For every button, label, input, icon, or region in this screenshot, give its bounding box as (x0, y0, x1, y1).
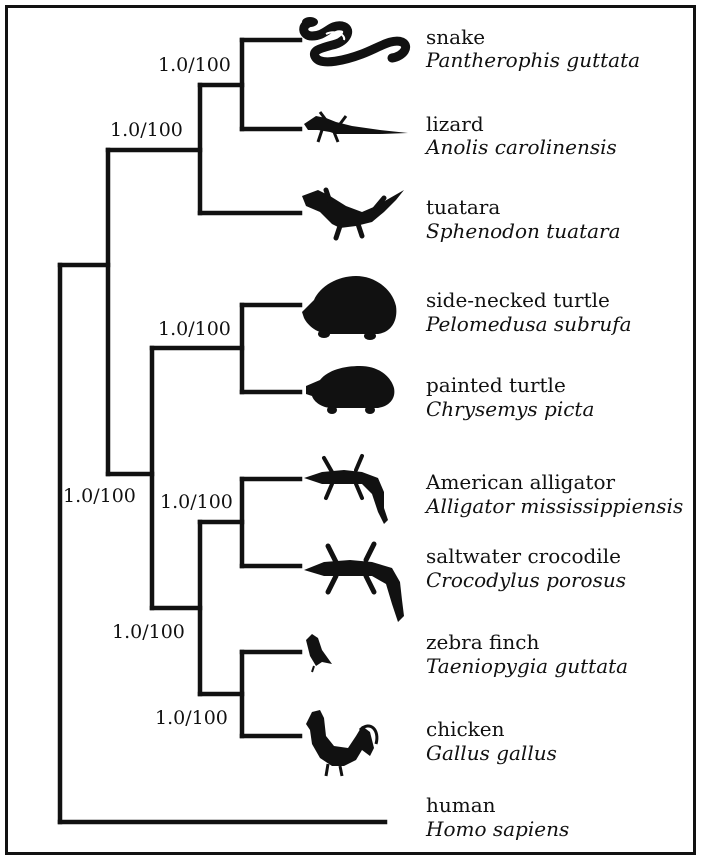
taxon-scientific-name: Alligator mississippiensis (424, 494, 683, 518)
tuatara-icon (302, 190, 404, 238)
taxon-common-name: human (426, 793, 496, 817)
taxon-common-name: side-necked turtle (426, 288, 610, 312)
chicken-icon (306, 710, 377, 776)
finch-icon (306, 634, 332, 672)
taxon-common-name: lizard (426, 112, 484, 136)
taxon-scientific-name: Gallus gallus (426, 741, 557, 765)
taxon-common-name: American alligator (425, 470, 615, 494)
support-turtles: 1.0/100 (158, 318, 231, 340)
taxon-scientific-name: Chrysemys picta (426, 397, 594, 421)
taxon-scientific-name: Pelomedusa subrufa (425, 312, 632, 336)
support-squamata-tuatara: 1.0/100 (110, 119, 183, 141)
taxon-scientific-name: Taeniopygia guttata (426, 654, 628, 678)
taxon-scientific-name: Sphenodon tuatara (426, 219, 621, 243)
support-archosaurs: 1.0/100 (112, 621, 185, 643)
alligator-icon (304, 456, 388, 524)
support-birds: 1.0/100 (155, 707, 228, 729)
taxon-labels: snake Pantherophis guttata lizard Anolis… (424, 25, 683, 841)
snake-icon (302, 17, 406, 62)
taxon-scientific-name: Crocodylus porosus (426, 568, 626, 592)
lizard-icon (304, 112, 408, 142)
taxon-common-name: zebra finch (426, 630, 539, 654)
crocodile-icon (304, 544, 404, 622)
taxon-common-name: painted turtle (426, 373, 566, 397)
taxon-common-name: snake (426, 25, 485, 49)
support-snake-lizard: 1.0/100 (158, 54, 231, 76)
support-crocodilians: 1.0/100 (160, 491, 233, 513)
taxon-common-name: tuatara (426, 195, 500, 219)
taxon-scientific-name: Anolis carolinensis (424, 135, 617, 159)
taxon-scientific-name: Pantherophis guttata (425, 48, 640, 72)
taxon-scientific-name: Homo sapiens (425, 817, 569, 841)
turtle-icon (302, 276, 396, 340)
taxon-common-name: saltwater crocodile (426, 544, 621, 568)
tree-branches (60, 40, 385, 822)
support-turtles-archosaurs: 1.0/100 (63, 485, 136, 507)
taxon-common-name: chicken (426, 717, 505, 741)
turtle-icon (306, 366, 394, 414)
